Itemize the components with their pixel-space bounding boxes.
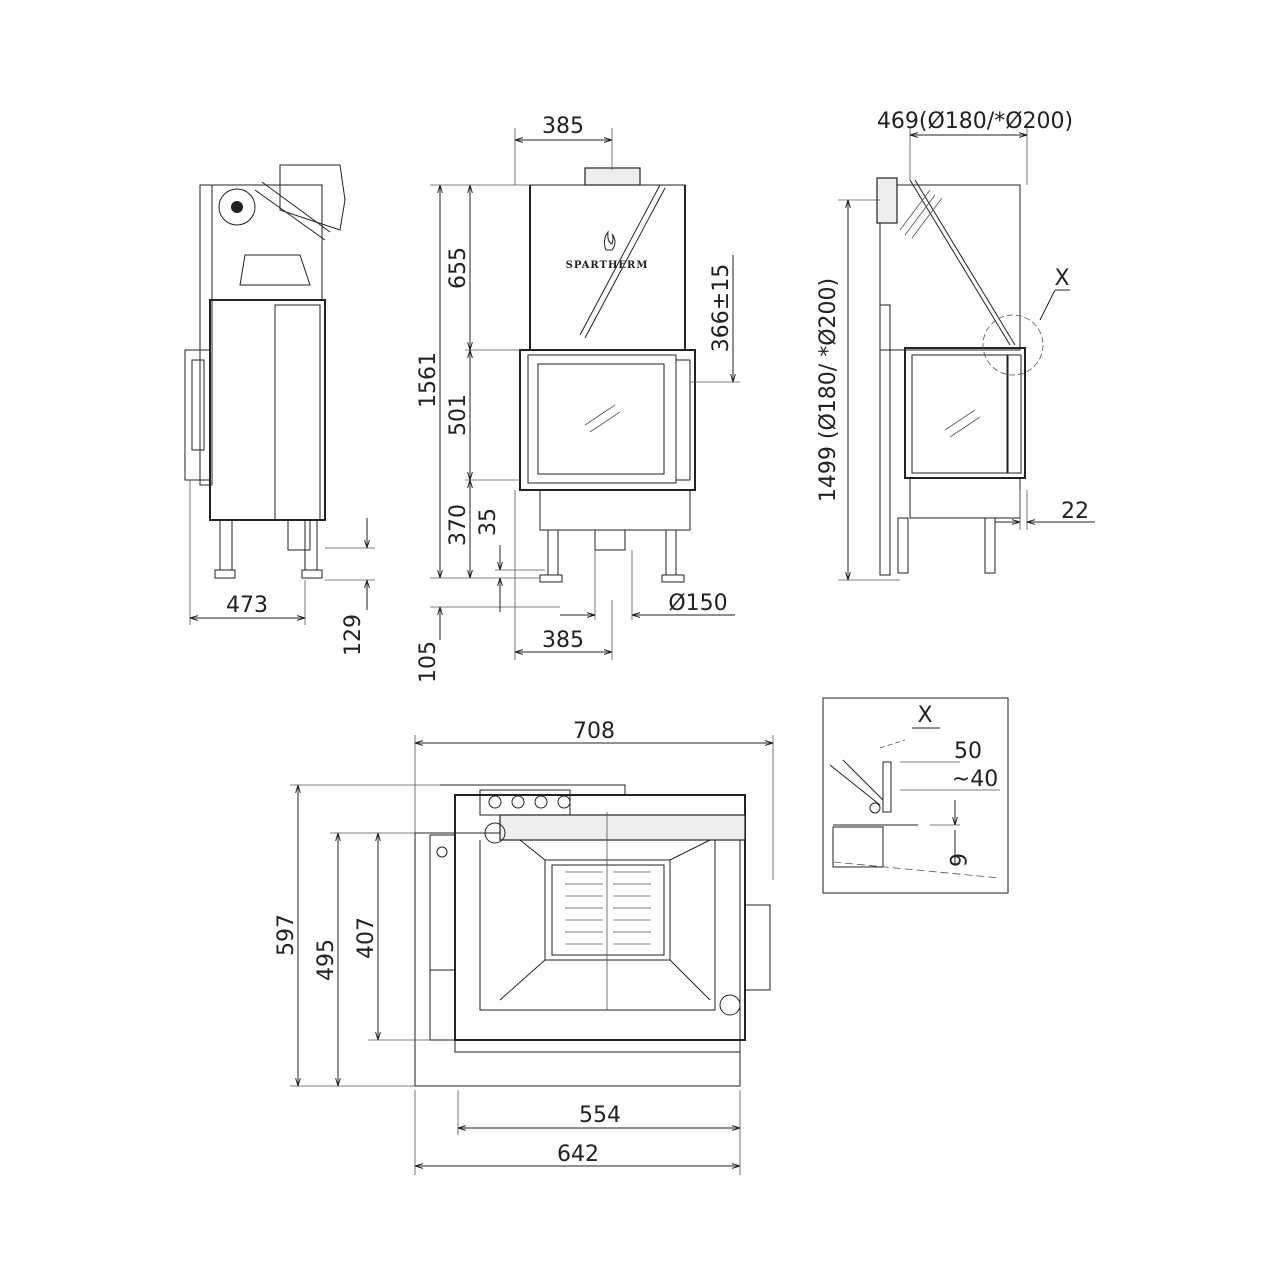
front-total-height: 1561 bbox=[416, 352, 441, 408]
plan-depth-total: 597 bbox=[274, 914, 299, 956]
front-view: SPARTHERM 385 1561 655 501 370 bbox=[416, 114, 740, 683]
front-door-height: 501 bbox=[446, 394, 471, 436]
right-height-label: 1499 (Ø180/ *Ø200) bbox=[816, 278, 841, 502]
detail-dim-c: 6 bbox=[944, 853, 969, 867]
plan-depth-inner: 407 bbox=[354, 917, 379, 959]
front-bottom-width: 385 bbox=[542, 628, 584, 653]
plan-outer-width: 642 bbox=[557, 1142, 599, 1167]
detail-x: X 50 ~40 6 bbox=[822, 697, 1009, 894]
plan-inner-width: 554 bbox=[579, 1103, 621, 1128]
right-view: X 469(Ø180/*Ø200) 1499 (Ø180/ *Ø200) 22 bbox=[816, 109, 1095, 581]
plan-total-width: 708 bbox=[573, 719, 615, 744]
front-floor-offset: 105 bbox=[416, 641, 441, 683]
detail-x-title: X bbox=[917, 703, 932, 728]
plan-view: 708 597 495 407 554 642 bbox=[274, 719, 774, 1175]
front-air-inlet: Ø150 bbox=[668, 591, 727, 616]
front-foot-offset: 35 bbox=[476, 508, 501, 536]
front-base-height: 370 bbox=[446, 504, 471, 546]
detail-x-marker: X bbox=[1054, 266, 1069, 291]
side-view: 473 129 bbox=[184, 164, 375, 656]
brand-logo: SPARTHERM bbox=[566, 260, 649, 271]
detail-dim-a: 50 bbox=[954, 739, 982, 764]
detail-dim-b: ~40 bbox=[952, 767, 998, 792]
front-top-width: 385 bbox=[542, 114, 584, 139]
plan-depth-mid: 495 bbox=[314, 939, 339, 981]
right-offset-label: 22 bbox=[1061, 499, 1089, 524]
front-flue-offset: 366±15 bbox=[709, 264, 734, 352]
right-flue-label: 469(Ø180/*Ø200) bbox=[877, 109, 1073, 134]
grate bbox=[565, 871, 651, 945]
side-leg-label: 129 bbox=[341, 614, 366, 656]
side-width-label: 473 bbox=[226, 593, 268, 618]
front-top-section: 655 bbox=[446, 247, 471, 289]
